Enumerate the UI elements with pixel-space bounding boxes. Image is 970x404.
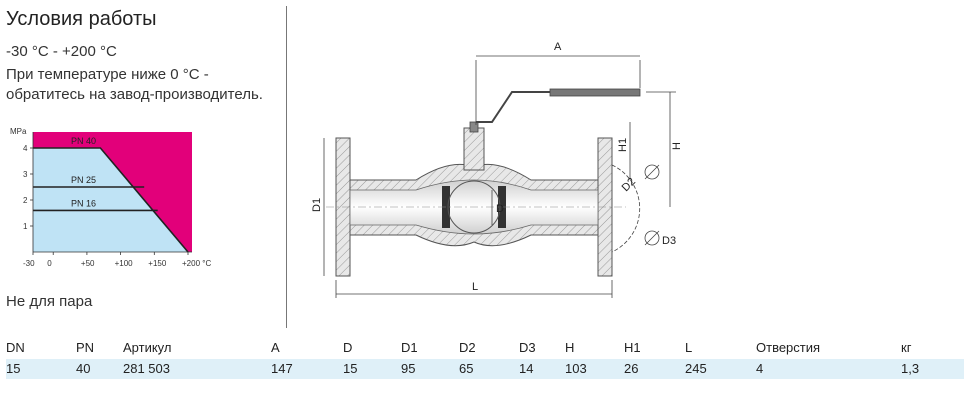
steam-note: Не для пара: [6, 293, 93, 310]
x-tick-label: +200 °C: [182, 259, 211, 268]
table-header-cell: H: [565, 340, 575, 355]
table-row: 15 40 281 503 147 15 95 65 14 103 26 245 4 1,3: [6, 359, 964, 379]
dim-label-d2: D2: [620, 176, 638, 194]
dim-label-d: D: [496, 203, 504, 215]
table-cell: 15: [6, 361, 21, 376]
table-header-cell: PN: [76, 340, 95, 355]
table-header-row: DN PN Артикул A D D1 D2 D3 H H1 L Отверстия кг: [6, 338, 964, 358]
table-header-cell: D3: [519, 340, 536, 355]
table-cell: 147: [271, 361, 293, 376]
series-label-pn-25: PN 25: [71, 175, 96, 185]
dim-label-a: A: [554, 41, 562, 53]
table-header-cell: H1: [624, 340, 641, 355]
y-tick-label: 4: [23, 144, 28, 153]
dim-label-h: H: [671, 142, 683, 150]
y-tick-label: 3: [23, 170, 28, 179]
dim-label-l: L: [472, 281, 478, 293]
table-cell: 103: [565, 361, 587, 376]
valve-body: [326, 88, 641, 277]
table-header-cell: кг: [901, 340, 912, 355]
divider-line: [286, 6, 287, 328]
table-cell: 281 503: [123, 361, 170, 376]
table-header-cell: D1: [401, 340, 418, 355]
pressure-temperature-chart: PN 40 PN 25 PN 16 1 2 3 4 -30 0 +50 +100 +150 +200…: [10, 127, 211, 268]
table-cell: 4: [756, 361, 764, 376]
table-header-cell: DN: [6, 340, 25, 355]
table-header-cell: Отверстия: [756, 340, 821, 355]
x-tick-label: +150: [148, 259, 167, 268]
table-header-cell: L: [685, 340, 693, 355]
table-header-cell: Артикул: [123, 340, 172, 355]
dimension-lines: [323, 55, 676, 298]
table-header-cell: D2: [459, 340, 476, 355]
x-tick-label: +100: [115, 259, 134, 268]
valve-drawing: A D D1 D2 D3 H H1 L: [311, 41, 683, 298]
table-header-cell: D: [343, 340, 353, 355]
dim-label-h1: H1: [617, 138, 629, 152]
table-cell: 15: [343, 361, 358, 376]
low-temp-note-line1: При температуре ниже 0 °C -: [6, 66, 209, 83]
low-temp-note-line2: обратитесь на завод-производитель.: [6, 86, 263, 103]
series-label-pn-16: PN 16: [71, 198, 96, 208]
y-tick-label: 1: [23, 222, 28, 231]
y-tick-label: 2: [23, 196, 28, 205]
series-line-pn-40: [33, 147, 189, 253]
series-label-pn-40: PN 40: [71, 136, 96, 146]
spec-table: DN PN Артикул A D D1 D2 D3 H H1 L Отверстия кг 15 40 2…: [6, 338, 964, 379]
x-tick-label: +50: [81, 259, 95, 268]
table-cell: 245: [685, 361, 707, 376]
x-tick-label: 0: [47, 259, 52, 268]
table-cell: 40: [76, 361, 91, 376]
table-cell: 1,3: [901, 361, 920, 376]
table-cell: 14: [519, 361, 534, 376]
chart-y-unit: MPa: [10, 127, 27, 136]
dim-label-d3: D3: [662, 235, 676, 247]
table-header-cell: A: [271, 340, 280, 355]
table-cell: 95: [401, 361, 416, 376]
chart-allowed-area: [33, 148, 188, 252]
section-title: Условия работы: [6, 8, 157, 30]
table-cell: 26: [624, 361, 639, 376]
table-cell: 65: [459, 361, 474, 376]
x-tick-label: -30: [23, 259, 35, 268]
dim-label-d1: D1: [311, 198, 323, 212]
temperature-range: -30 °C - +200 °C: [6, 43, 117, 60]
